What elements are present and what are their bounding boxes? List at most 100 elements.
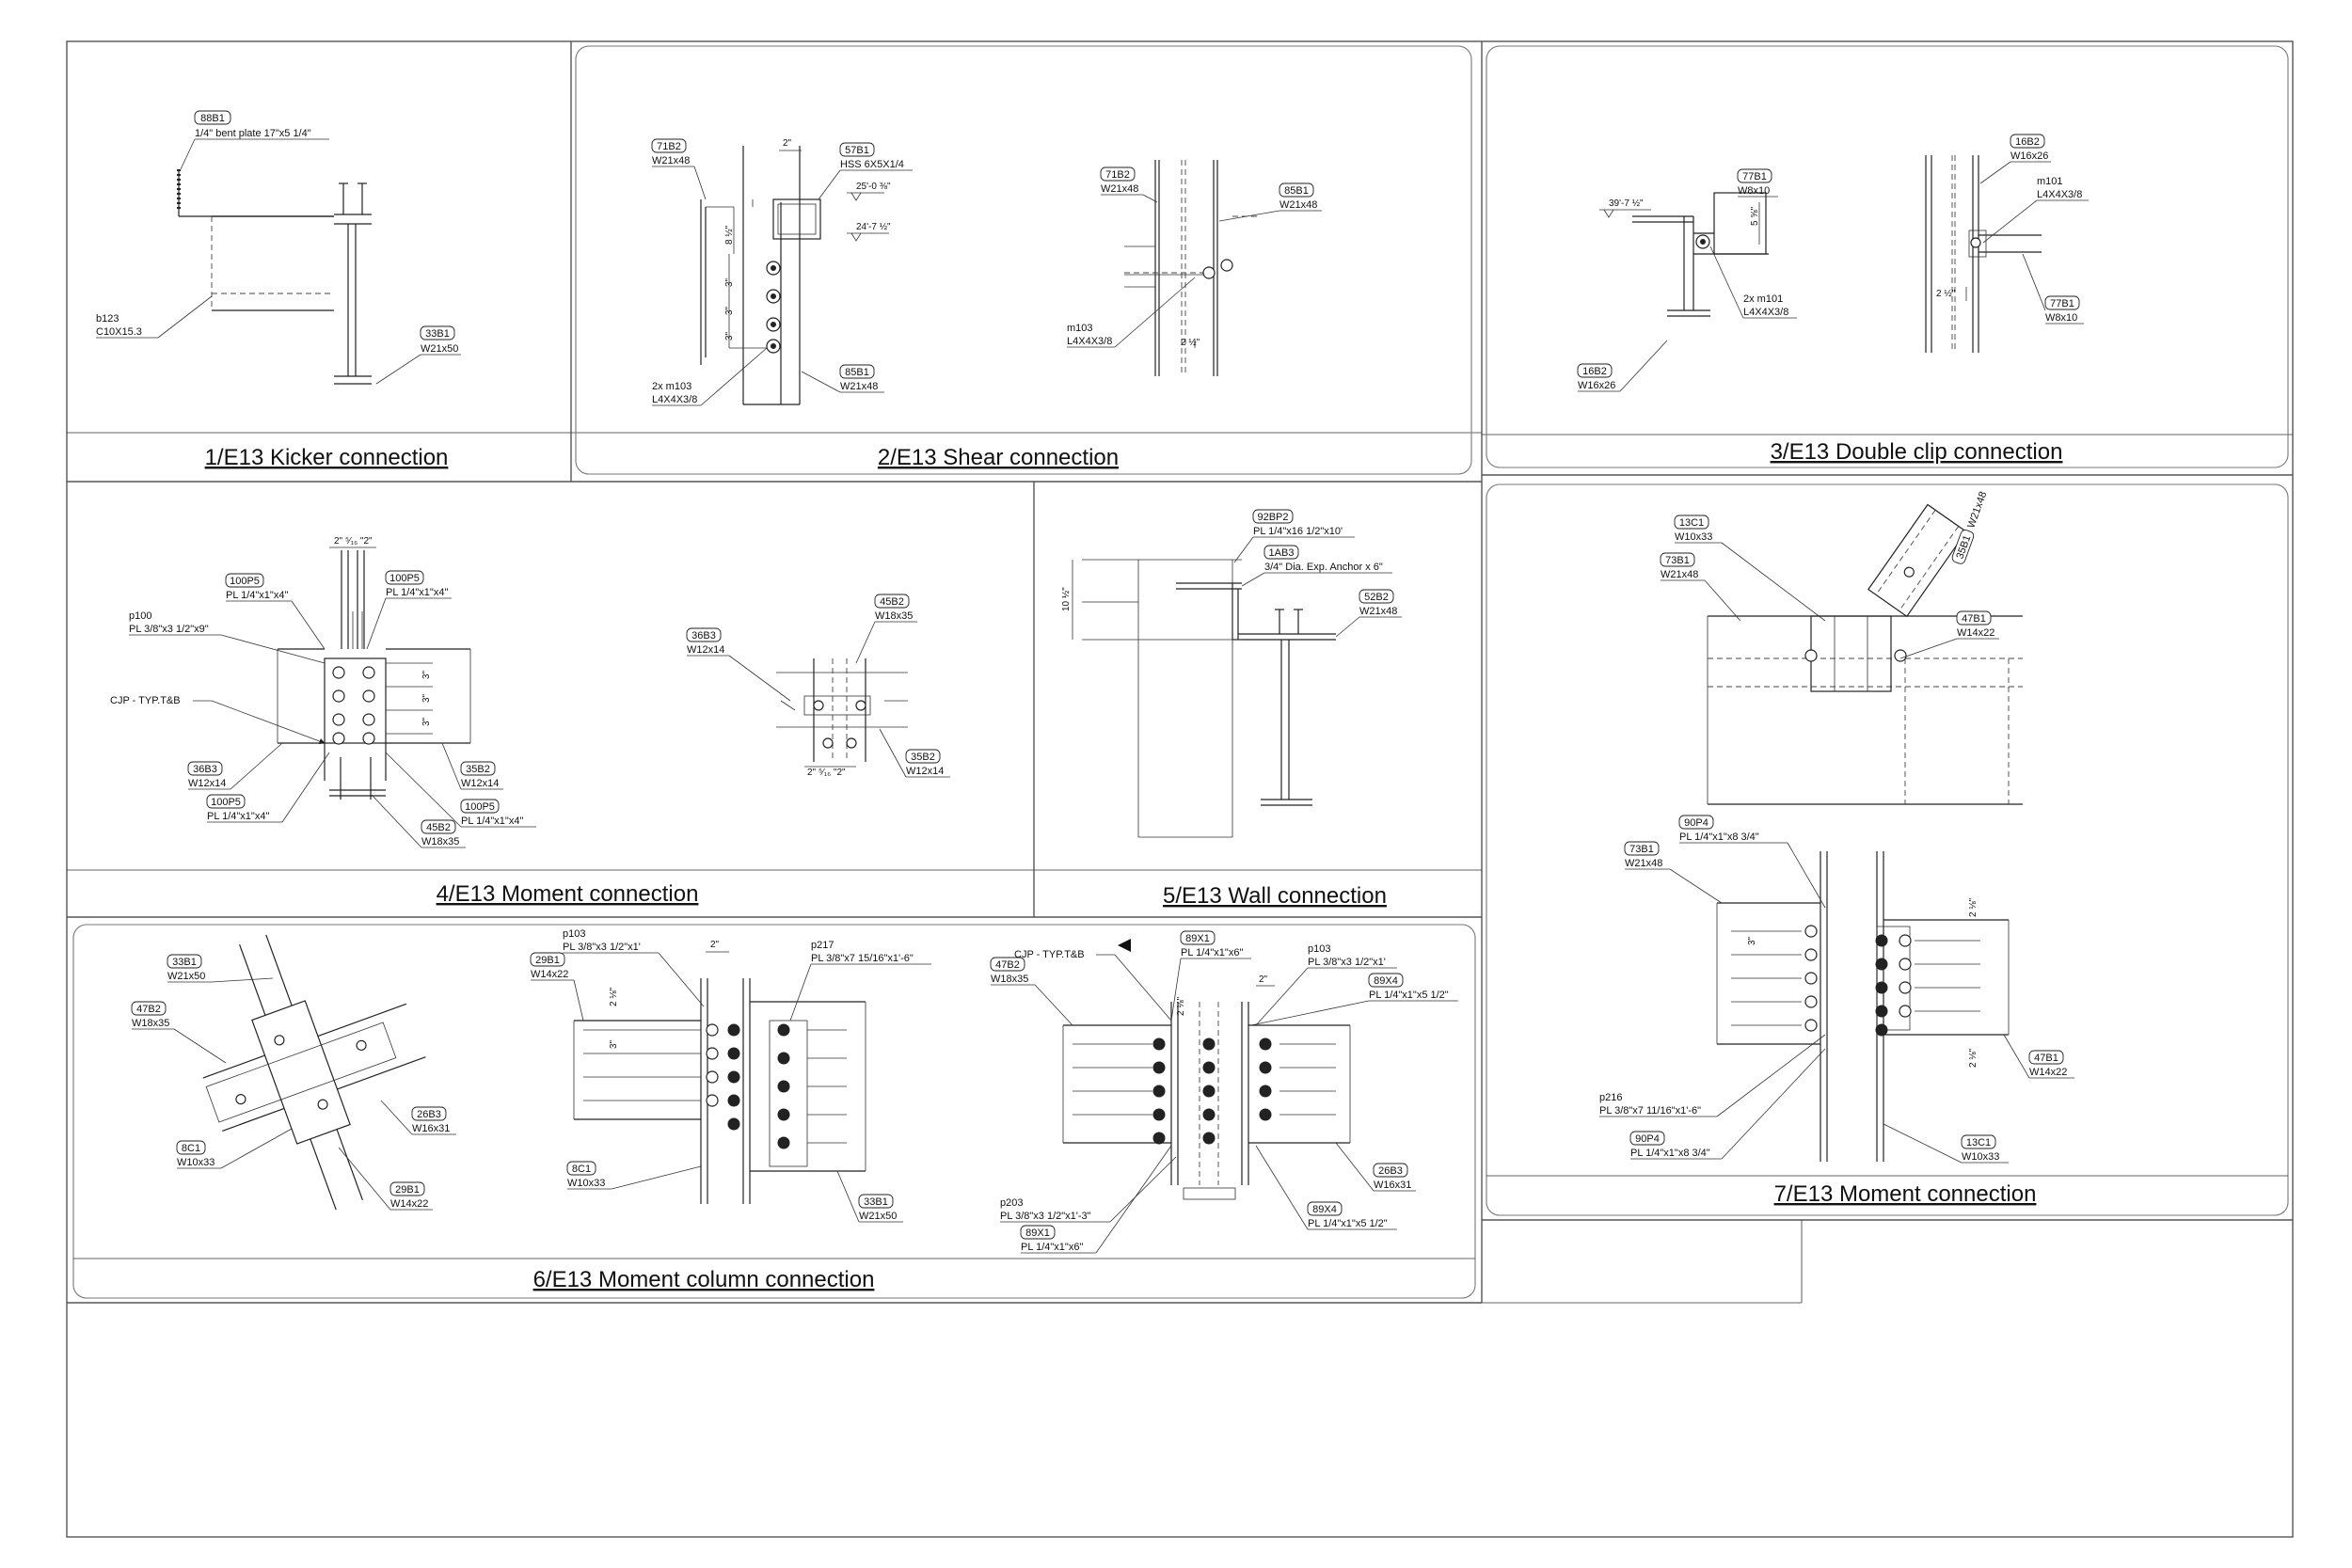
svg-text:90P4: 90P4 — [1635, 1133, 1660, 1145]
svg-text:W21x48: W21x48 — [1359, 606, 1397, 617]
bolt-group-d6-mid — [706, 1023, 790, 1149]
svg-text:W21x48: W21x48 — [1279, 199, 1317, 211]
svg-text:73B1: 73B1 — [1665, 555, 1690, 566]
svg-text:1/4" bent plate 17"x5 1/4": 1/4" bent plate 17"x5 1/4" — [195, 128, 311, 139]
svg-text:W10x33: W10x33 — [1962, 1151, 1999, 1163]
svg-text:89X4: 89X4 — [1312, 1204, 1337, 1215]
svg-text:W21x48: W21x48 — [840, 381, 878, 392]
tag-47B2-d6b: 47B2 W18x35 — [990, 957, 1073, 1026]
svg-text:PL 3/8"x7 11/16"x1'-6": PL 3/8"x7 11/16"x1'-6" — [1599, 1105, 1701, 1117]
svg-text:47B1: 47B1 — [2034, 1053, 2058, 1064]
svg-text:35B1: 35B1 — [1954, 534, 1973, 561]
dim-d7-3in: 3" — [1747, 936, 1757, 945]
svg-text:W10x33: W10x33 — [567, 1178, 605, 1189]
tag-29B1-d6a: 29B1 W14x22 — [338, 1147, 433, 1211]
detail-moment-connection-4: 3" 3" 3" 2" ⁵⁄₁₆ "2" 100P5 PL 1/4"x1"x4"… — [110, 536, 950, 848]
svg-text:L4X4X3/8: L4X4X3/8 — [2037, 189, 2082, 200]
svg-text:W21x50: W21x50 — [421, 343, 458, 355]
tag-p100: p100 PL 3/8"x3 1/2"x9" — [129, 610, 326, 664]
svg-text:CJP - TYP.T&B: CJP - TYP.T&B — [1014, 949, 1085, 960]
svg-text:71B2: 71B2 — [1105, 169, 1130, 181]
tag-88B1: 88B1 1/4" bent plate 17"x5 1/4" — [180, 110, 329, 170]
dim-3in-c: 3" — [724, 331, 735, 341]
caption-moment-connection-7: 7/E13 Moment connection — [1774, 1181, 2037, 1207]
tag-73B1-a: 73B1 W21x48 — [1660, 552, 1741, 622]
svg-text:C10X15.3: C10X15.3 — [96, 326, 142, 338]
svg-text:W16x31: W16x31 — [412, 1123, 450, 1134]
tag-71B2-a: 71B2 W21x48 — [651, 138, 707, 200]
detail-shear-connection: 2" 8 ½" 3" 3" 3" 25'-0 ⅜" 24'-7 ½" 71B2 … — [651, 138, 1322, 406]
tag-1AB3: 1AB3 3/4" Dia. Exp. Anchor x 6" — [1241, 545, 1392, 587]
dim-d6-2in: 2" — [710, 940, 720, 950]
sheet-frame — [66, 40, 2294, 1538]
tag-89X4-b: 89X4 PL 1/4"x1"x5 1/2" — [1255, 1145, 1397, 1230]
svg-text:PL 1/4"x1"x5 1/2": PL 1/4"x1"x5 1/2" — [1369, 990, 1449, 1001]
svg-text:W14x22: W14x22 — [531, 969, 568, 980]
svg-text:W18x35: W18x35 — [421, 836, 459, 847]
dim-8-half: 8 ½" — [724, 225, 735, 245]
svg-text:W21x48: W21x48 — [1661, 569, 1698, 580]
dim-d6-2-1-8: 2 ⅛" — [609, 987, 619, 1006]
svg-text:88B1: 88B1 — [200, 113, 225, 124]
tag-77B1-a: 77B1 W8x10 — [1737, 168, 1778, 198]
tag-100P5-a: 100P5 PL 1/4"x1"x4" — [225, 573, 326, 650]
svg-text:W8x10: W8x10 — [1738, 185, 1770, 197]
svg-text:100P5: 100P5 — [211, 797, 241, 808]
tag-85B1-a: 85B1 W21x48 — [801, 364, 884, 393]
svg-text:89X1: 89X1 — [1185, 933, 1210, 944]
dim-3in-b: 3" — [724, 306, 735, 315]
svg-text:W21x50: W21x50 — [859, 1211, 897, 1222]
svg-text:26B3: 26B3 — [417, 1109, 441, 1120]
tag-p103-d6b: p103 PL 3/8"x3 1/2"x1' — [1255, 943, 1397, 1026]
svg-text:W18x35: W18x35 — [991, 974, 1028, 985]
svg-text:W12x14: W12x14 — [461, 778, 499, 789]
svg-text:L4X4X3/8: L4X4X3/8 — [652, 394, 697, 405]
dim-3in-a: 3" — [724, 277, 735, 287]
svg-text:PL 3/8"x3 1/2"x1': PL 3/8"x3 1/2"x1' — [1308, 957, 1386, 968]
svg-text:PL 1/4"x1"x4": PL 1/4"x1"x4" — [386, 587, 448, 598]
svg-text:W21x48: W21x48 — [1965, 490, 1989, 530]
svg-text:100P5: 100P5 — [389, 573, 420, 584]
tag-b123: b123 C10X15.3 — [96, 295, 213, 339]
svg-text:L4X4X3/8: L4X4X3/8 — [1067, 336, 1112, 347]
svg-text:W12x14: W12x14 — [188, 778, 226, 789]
tag-71B2-b: 71B2 W21x48 — [1100, 166, 1158, 203]
svg-text:13C1: 13C1 — [1679, 517, 1704, 529]
svg-text:PL 3/8"x3 1/2"x1': PL 3/8"x3 1/2"x1' — [563, 942, 641, 953]
tag-26B3-d6b: 26B3 W16x31 — [1335, 1142, 1416, 1192]
elevation-markers: 25'-0 ⅜" 24'-7 ½" — [847, 182, 891, 242]
dim-10-half: 10 ½" — [1061, 587, 1072, 611]
tag-90P4-b: 90P4 PL 1/4"x1"x8 3/4" — [1629, 1048, 1826, 1160]
svg-text:36B3: 36B3 — [691, 630, 716, 641]
tag-35B2-a: 35B2 W12x14 — [441, 742, 503, 790]
caption-moment-connection-4: 4/E13 Moment connection — [437, 881, 699, 907]
detail-double-clip-connection: 5 ⅝" 39'-7 ½" 2 ½" 77B1 W8x10 2x m101 L4… — [1577, 134, 2089, 392]
svg-text:p103: p103 — [563, 928, 585, 940]
svg-text:29B1: 29B1 — [395, 1184, 420, 1196]
svg-text:13C1: 13C1 — [1966, 1137, 1991, 1148]
svg-text:W14x22: W14x22 — [1957, 627, 1994, 639]
svg-text:W8x10: W8x10 — [2045, 312, 2077, 324]
svg-text:PL 1/4"x1"x8 3/4": PL 1/4"x1"x8 3/4" — [1679, 832, 1759, 843]
tag-47B2-d6a: 47B2 W18x35 — [131, 1001, 227, 1064]
tag-77B1-b: 77B1 W8x10 — [2022, 253, 2084, 325]
svg-text:8C1: 8C1 — [572, 1164, 591, 1175]
svg-text:85B1: 85B1 — [1284, 185, 1309, 197]
svg-text:m101: m101 — [2037, 176, 2063, 187]
svg-text:47B1: 47B1 — [1962, 613, 1986, 625]
svg-text:2x m103: 2x m103 — [652, 381, 691, 392]
svg-text:W12x14: W12x14 — [906, 766, 944, 777]
caption-wall-connection: 5/E13 Wall connection — [1163, 883, 1387, 909]
tag-45B2-b: 45B2 W18x35 — [855, 594, 917, 664]
dim-d4-3c: 3" — [421, 717, 432, 726]
elev-39-7: 39'-7 ½" — [1609, 198, 1644, 209]
svg-text:CJP - TYP.T&B: CJP - TYP.T&B — [110, 695, 181, 706]
svg-text:W21x50: W21x50 — [167, 971, 205, 982]
dim-2-half-d3: 2 ½" — [1936, 289, 1956, 299]
tag-2x-m101: 2x m101 L4X4X3/8 — [1709, 245, 1797, 319]
svg-text:W10x33: W10x33 — [1675, 531, 1712, 543]
svg-text:85B1: 85B1 — [845, 367, 869, 378]
svg-text:1AB3: 1AB3 — [1269, 547, 1295, 559]
tag-52B2: 52B2 W21x48 — [1335, 589, 1402, 638]
svg-text:16B2: 16B2 — [2015, 136, 2040, 148]
